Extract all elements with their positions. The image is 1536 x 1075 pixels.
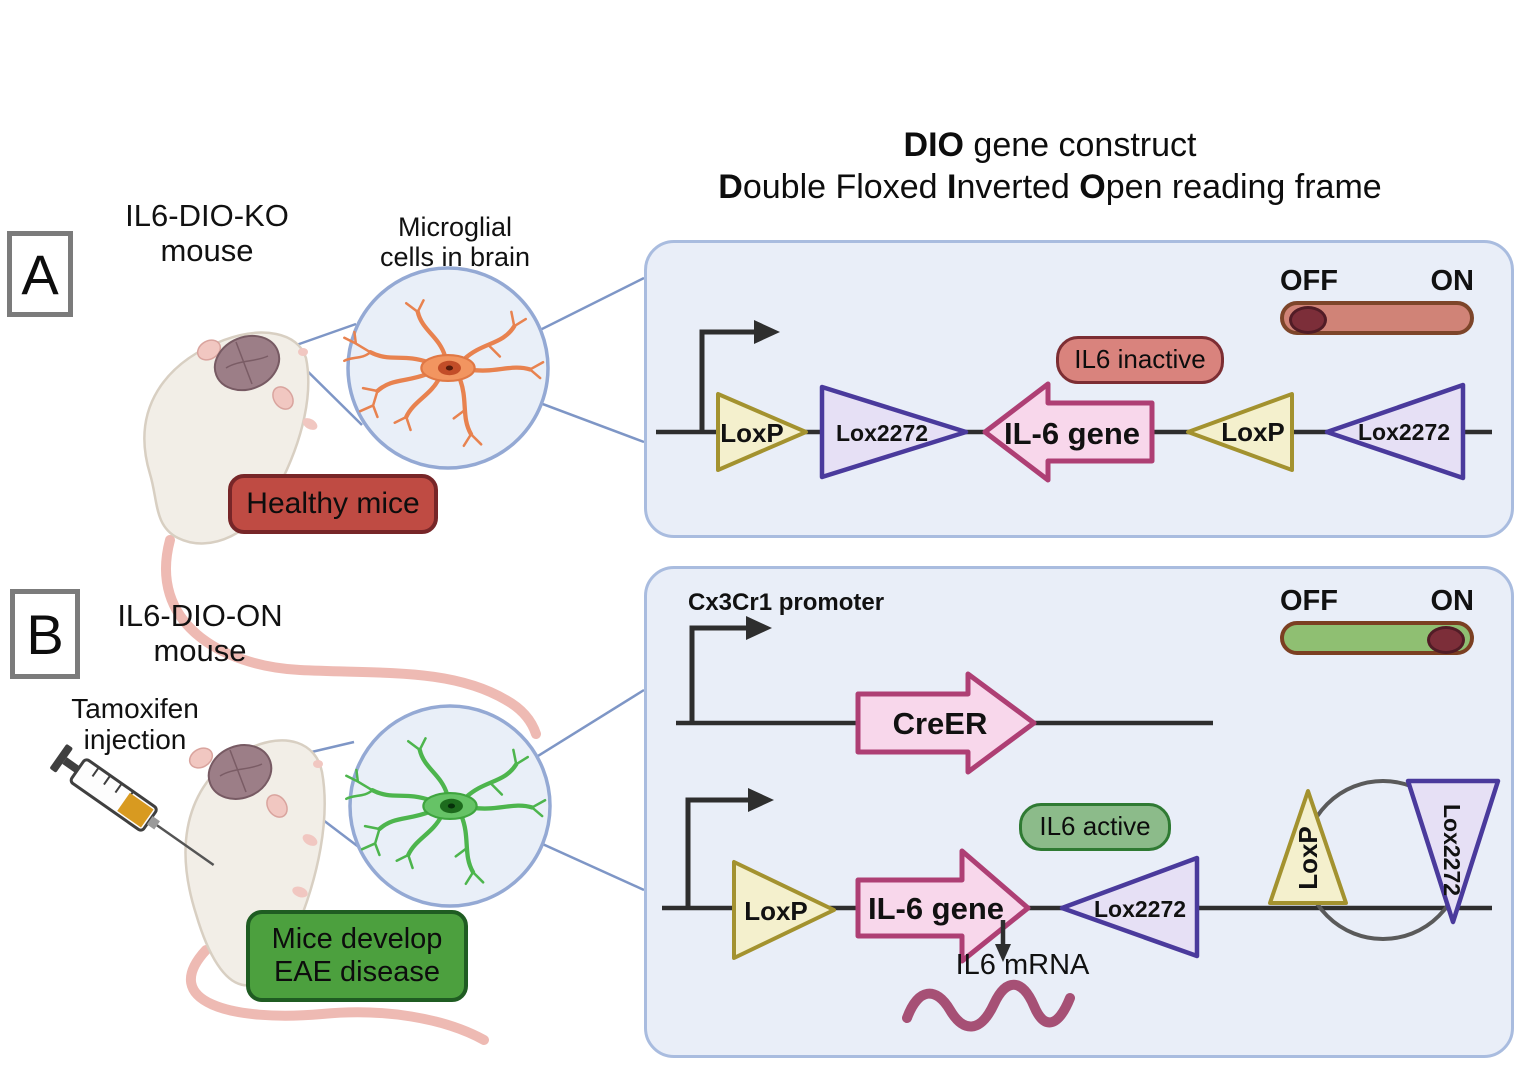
panel-b-letter: B (10, 589, 80, 679)
mrna-squiggle (902, 979, 1075, 1032)
il6-gene-label: IL-6 gene (868, 891, 1004, 926)
panel-a-letter: A (7, 231, 73, 317)
tamoxifen-injection-label: Tamoxifen injection (71, 693, 199, 756)
on-label: ON (1430, 265, 1475, 297)
il6-gene-label: IL-6 gene (1004, 416, 1140, 451)
loxp-label: LoxP (744, 896, 808, 926)
creer-construct: CreER (676, 616, 1213, 775)
lox2272-triangle (1059, 855, 1200, 959)
loxp-triangle (732, 860, 836, 960)
promoter-arrow (699, 329, 754, 432)
eae-disease-badge: Mice develop EAE disease (246, 910, 468, 1002)
mouse-a-brain (213, 334, 281, 392)
on-label: ON (1430, 585, 1475, 617)
panel-a-mouse-label: IL6-DIO-KO mouse (125, 198, 289, 268)
dio-construct-on: LoxP IL-6 gene Lox2272 (662, 788, 1492, 1032)
loxp-triangle (716, 392, 808, 472)
mouse-a-nose (298, 348, 308, 356)
toggle-switch-off (1280, 301, 1474, 335)
mouse-a-ear (196, 339, 222, 361)
creer-gene-arrow (855, 671, 1037, 775)
toggle-b-labels: OFF ON (1280, 585, 1474, 618)
il6-mrna-label: IL6 mRNA (955, 949, 1090, 981)
microglia-cell-orange (343, 299, 545, 448)
mouse-b-nose (313, 760, 323, 768)
toggle-a-labels: OFF ON (1280, 265, 1474, 298)
loxp-label: LoxP (1293, 826, 1323, 890)
promoter-arrow (689, 625, 746, 723)
toggle-knob (1289, 306, 1327, 334)
lox2272-label: Lox2272 (836, 420, 928, 446)
mouse-b-ear (188, 747, 214, 769)
panel-a-cell-label: Microglial cells in brain (379, 212, 531, 273)
mouse-b-ear (266, 794, 288, 818)
excised-loop: LoxP Lox2272 (1268, 778, 1501, 941)
off-label: OFF (1280, 585, 1338, 617)
lox2272-triangle (1324, 382, 1466, 481)
figure-title-line1: DIO gene construct (903, 126, 1197, 164)
lox2272-triangle (1405, 778, 1501, 925)
promoter-arrow (685, 797, 748, 908)
lox2272-label: Lox2272 (1094, 896, 1186, 922)
il6-inactive-badge: IL6 inactive (1056, 336, 1224, 384)
loxp-label: LoxP (720, 418, 784, 448)
toggle-knob (1427, 626, 1465, 654)
loxp-triangle (1186, 392, 1294, 472)
healthy-mice-badge: Healthy mice (228, 474, 438, 534)
construct-box-a (644, 240, 1514, 538)
mouse-b-tail (186, 945, 489, 1045)
loxp-label: LoxP (1221, 417, 1285, 447)
lox2272-triangle (819, 384, 969, 480)
figure-title: DIO gene construct Double Floxed Inverte… (570, 124, 1530, 208)
mouse-b-brain (207, 744, 273, 800)
mouse-a-tail (161, 535, 541, 739)
mouse-a-ear (272, 386, 294, 410)
figure-title-line2: Double Floxed Inverted Open reading fram… (718, 168, 1382, 206)
loxp-triangle (1268, 789, 1348, 905)
il6-active-badge: IL6 active (1019, 803, 1171, 851)
creer-label: CreER (893, 706, 988, 741)
lox2272-label: Lox2272 (1358, 419, 1450, 445)
microglia-cell-green (345, 737, 547, 886)
off-label: OFF (1280, 265, 1338, 297)
toggle-switch-on (1280, 621, 1474, 655)
dio-construct-off: LoxP Lox2272 IL-6 gene LoxP Lox2272 (656, 320, 1492, 483)
panel-b-mouse-label: IL6-DIO-ON mouse (117, 598, 283, 668)
cx3cr1-promoter-label: Cx3Cr1 promoter (688, 589, 885, 616)
lox2272-label: Lox2272 (1439, 804, 1465, 896)
il6-gene-arrow (855, 848, 1031, 964)
syringe-icon (50, 744, 215, 867)
il6-gene-arrow-inverted (982, 381, 1155, 483)
